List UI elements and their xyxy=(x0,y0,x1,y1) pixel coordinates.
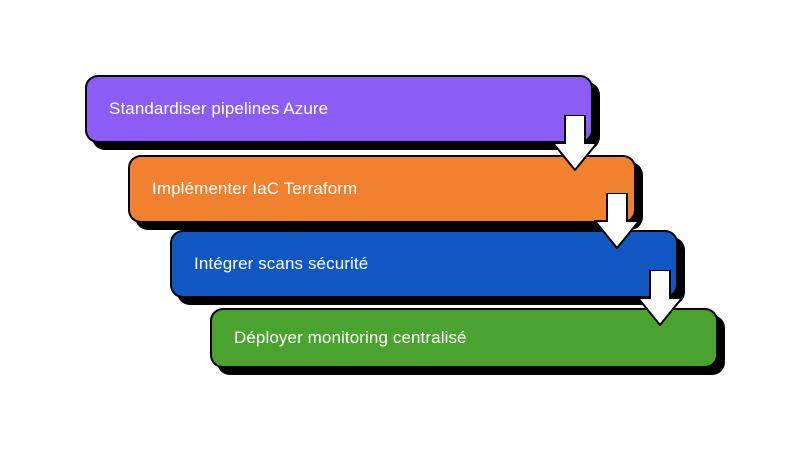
process-step-4-label: Déployer monitoring centralisé xyxy=(234,327,467,347)
process-step-2-label: Implémenter IaC Terraform xyxy=(152,178,358,198)
process-step-1[interactable]: Standardiser pipelines Azure xyxy=(85,75,593,143)
process-step-2[interactable]: Implémenter IaC Terraform xyxy=(128,155,636,223)
process-step-1-label: Standardiser pipelines Azure xyxy=(109,98,329,118)
process-step-3[interactable]: Intégrer scans sécurité xyxy=(170,230,678,298)
process-step-4[interactable]: Déployer monitoring centralisé xyxy=(210,308,718,368)
process-step-3-label: Intégrer scans sécurité xyxy=(194,253,369,273)
